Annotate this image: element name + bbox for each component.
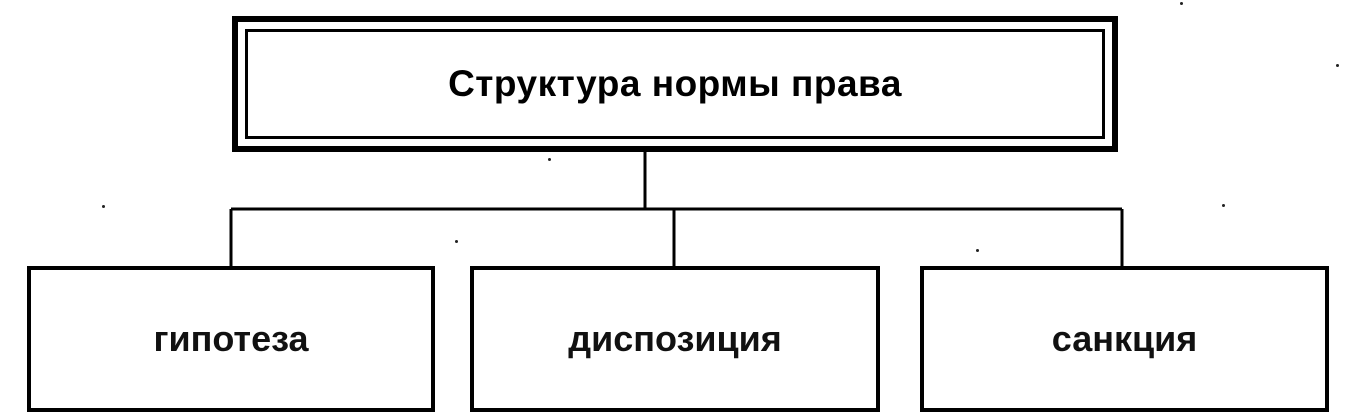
- root-node-inner-frame: Структура нормы права: [245, 29, 1105, 139]
- root-node-label: Структура нормы права: [448, 63, 902, 104]
- scan-speck: [455, 240, 458, 243]
- scan-speck: [1336, 64, 1339, 67]
- child-node-hypothesis: гипотеза: [27, 266, 435, 412]
- scan-speck: [1222, 204, 1225, 207]
- child-node-label-hypothesis: гипотеза: [153, 318, 309, 359]
- child-node-disposition: диспозиция: [470, 266, 880, 412]
- child-node-sanction: санкция: [920, 266, 1329, 412]
- child-node-label-sanction: санкция: [1051, 318, 1198, 359]
- root-node-box: Структура нормы права: [232, 16, 1118, 152]
- scan-speck: [102, 205, 105, 208]
- scan-speck: [976, 249, 979, 252]
- scan-speck: [1180, 2, 1183, 5]
- scan-speck: [548, 158, 551, 161]
- child-node-label-disposition: диспозиция: [568, 318, 782, 359]
